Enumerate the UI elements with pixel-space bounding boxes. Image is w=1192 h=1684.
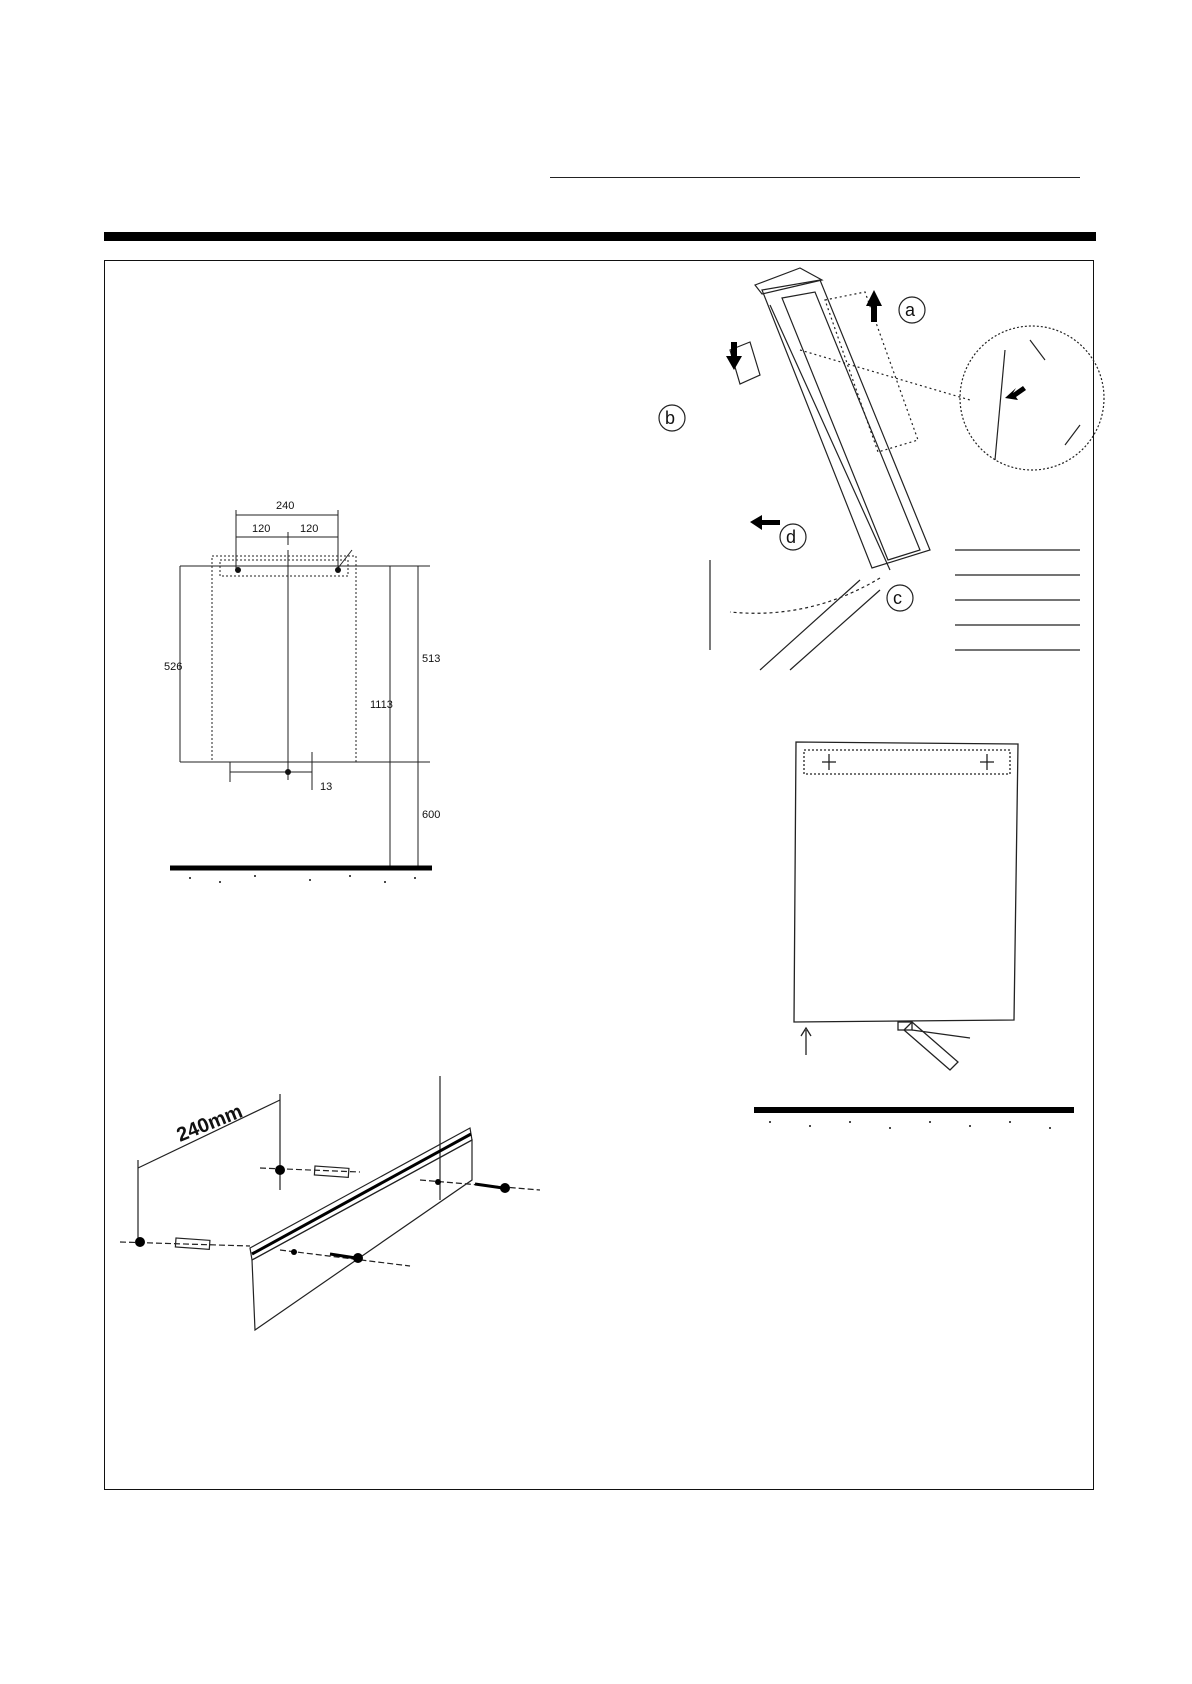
- wall-mounting-dimension-diagram: 240 120 120 526 513 1113 600 13: [160, 490, 450, 890]
- header-rule: [550, 177, 1080, 178]
- dim-600-label: 600: [422, 809, 440, 821]
- dim-120-left-label: 120: [252, 523, 270, 535]
- dim-1113-label: 1113: [370, 699, 393, 711]
- dim-513-label: 513: [422, 653, 440, 665]
- appliance-hanging-diagram: a b c d: [650, 260, 1090, 680]
- label-a: a: [905, 300, 916, 320]
- marking-position-diagram: [740, 730, 1080, 1170]
- dim-526-label: 526: [164, 661, 182, 673]
- section-rule: [104, 232, 1096, 241]
- dim-240-label: 240: [276, 500, 294, 512]
- label-d: d: [786, 527, 796, 547]
- bracket-fixing-diagram: 240mm: [120, 1070, 550, 1340]
- dim-13-label: 13: [320, 781, 332, 793]
- dim-240mm-label: 240mm: [174, 1100, 246, 1146]
- label-c: c: [893, 588, 902, 608]
- dim-120-right-label: 120: [300, 523, 318, 535]
- label-b: b: [665, 408, 675, 428]
